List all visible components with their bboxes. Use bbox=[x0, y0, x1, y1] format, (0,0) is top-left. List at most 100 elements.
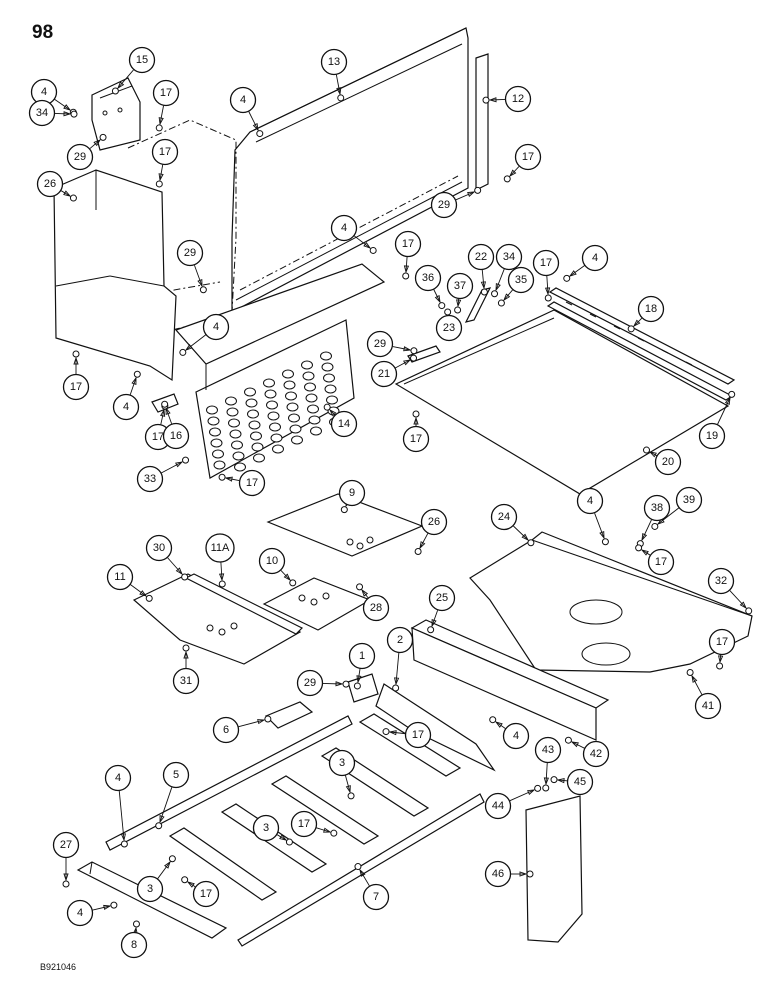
leader-arrowhead bbox=[503, 293, 511, 302]
callout-circle bbox=[330, 214, 358, 242]
fastener-17 bbox=[503, 175, 511, 183]
leader-line bbox=[238, 719, 265, 728]
callout-circle bbox=[386, 626, 414, 654]
leader-arrowhead bbox=[257, 719, 266, 725]
callout-circle bbox=[708, 628, 736, 656]
callout-26: 26 bbox=[420, 508, 448, 536]
part-18-rail bbox=[548, 287, 736, 385]
callout-circle bbox=[348, 642, 376, 670]
fastener-46 bbox=[526, 870, 534, 878]
leader-line bbox=[405, 256, 408, 273]
leader-line bbox=[361, 589, 369, 599]
callout-29: 29 bbox=[366, 330, 394, 358]
leader-arrowhead bbox=[570, 741, 579, 748]
leader-arrowhead bbox=[117, 81, 125, 90]
callout-label: 1 bbox=[359, 650, 365, 662]
fastener-21 bbox=[410, 354, 418, 362]
callout-circle bbox=[366, 330, 394, 358]
leader-line bbox=[316, 827, 331, 833]
callout-circle bbox=[495, 243, 523, 271]
leader-line bbox=[357, 668, 361, 683]
callout-10: 10 bbox=[258, 547, 286, 575]
callout-28: 28 bbox=[362, 594, 390, 622]
part-12-strip bbox=[475, 53, 489, 191]
callout-circle bbox=[66, 899, 94, 927]
leader-line bbox=[165, 407, 173, 424]
callout-44: 44 bbox=[484, 792, 512, 820]
callout-circle bbox=[36, 170, 64, 198]
callout-circle bbox=[162, 422, 190, 450]
leader-line bbox=[641, 549, 651, 556]
fastener-17 bbox=[181, 876, 189, 884]
leader-line bbox=[345, 775, 351, 793]
callout-circle bbox=[238, 469, 266, 497]
callout-circle bbox=[484, 860, 512, 888]
callout-4: 4 bbox=[66, 899, 94, 927]
fastener-43 bbox=[542, 784, 550, 792]
leader-arrowhead bbox=[718, 655, 724, 664]
callout-label: 42 bbox=[590, 748, 602, 760]
part-13-side-panel bbox=[231, 27, 469, 313]
fastener-18 bbox=[627, 325, 635, 333]
callout-circle bbox=[514, 143, 542, 171]
leader-line bbox=[395, 359, 411, 369]
callout-17: 17 bbox=[532, 249, 560, 277]
leader-line bbox=[691, 675, 703, 695]
callout-27: 27 bbox=[52, 831, 80, 859]
leader-line bbox=[557, 779, 568, 782]
fastener-39 bbox=[651, 522, 659, 530]
leader-line bbox=[455, 191, 475, 201]
callout-7: 7 bbox=[362, 883, 390, 911]
callout-label: 17 bbox=[159, 146, 171, 158]
callout-label: 13 bbox=[328, 56, 340, 68]
fastener-9 bbox=[340, 506, 348, 514]
callout-label: 21 bbox=[378, 368, 390, 380]
callout-circle bbox=[202, 313, 230, 341]
callout-circle bbox=[145, 534, 173, 562]
callout-15: 15 bbox=[128, 46, 156, 74]
callout-38: 38 bbox=[643, 494, 671, 522]
callout-label: 41 bbox=[702, 700, 714, 712]
leader-arrowhead bbox=[336, 87, 342, 96]
fastener-26 bbox=[414, 548, 422, 556]
fastener-4 bbox=[120, 840, 128, 848]
callout-11A: 11A bbox=[205, 533, 235, 563]
leader-line bbox=[335, 74, 341, 95]
callout-circle bbox=[675, 486, 703, 514]
leader-arrowhead bbox=[323, 827, 332, 833]
leader-arrowhead bbox=[363, 241, 372, 249]
callout-label: 7 bbox=[373, 891, 379, 903]
part-24-plate bbox=[469, 531, 753, 673]
callout-circle bbox=[643, 494, 671, 522]
callout-label: 44 bbox=[492, 800, 504, 812]
callout-circle bbox=[362, 594, 390, 622]
callout-circle bbox=[581, 244, 609, 272]
callout-circle bbox=[532, 249, 560, 277]
callout-circle bbox=[176, 239, 204, 267]
callout-label: 17 bbox=[410, 433, 422, 445]
leader-line bbox=[633, 317, 643, 327]
part-22-link bbox=[464, 287, 492, 323]
fastener-17 bbox=[402, 272, 410, 280]
callout-label: 6 bbox=[223, 724, 229, 736]
fastener-35 bbox=[497, 299, 505, 307]
fastener-29 bbox=[199, 286, 207, 294]
leader-line bbox=[503, 289, 513, 301]
fastener-37 bbox=[454, 306, 462, 314]
callout-circle bbox=[192, 880, 220, 908]
leader-arrowhead bbox=[345, 785, 351, 794]
leader-arrowhead bbox=[158, 117, 164, 126]
leader-line bbox=[160, 409, 165, 425]
leader-arrowhead bbox=[434, 295, 441, 304]
callout-31: 31 bbox=[172, 667, 200, 695]
leader-line bbox=[130, 584, 147, 597]
callout-4: 4 bbox=[112, 393, 140, 421]
callout-9: 9 bbox=[338, 479, 366, 507]
callout-label: 45 bbox=[574, 776, 586, 788]
callout-label: 27 bbox=[60, 839, 72, 851]
callout-circle bbox=[52, 831, 80, 859]
leader-line bbox=[657, 507, 679, 525]
callout-circle bbox=[106, 563, 134, 591]
callout-circle bbox=[576, 487, 604, 515]
leader-line bbox=[220, 560, 223, 581]
